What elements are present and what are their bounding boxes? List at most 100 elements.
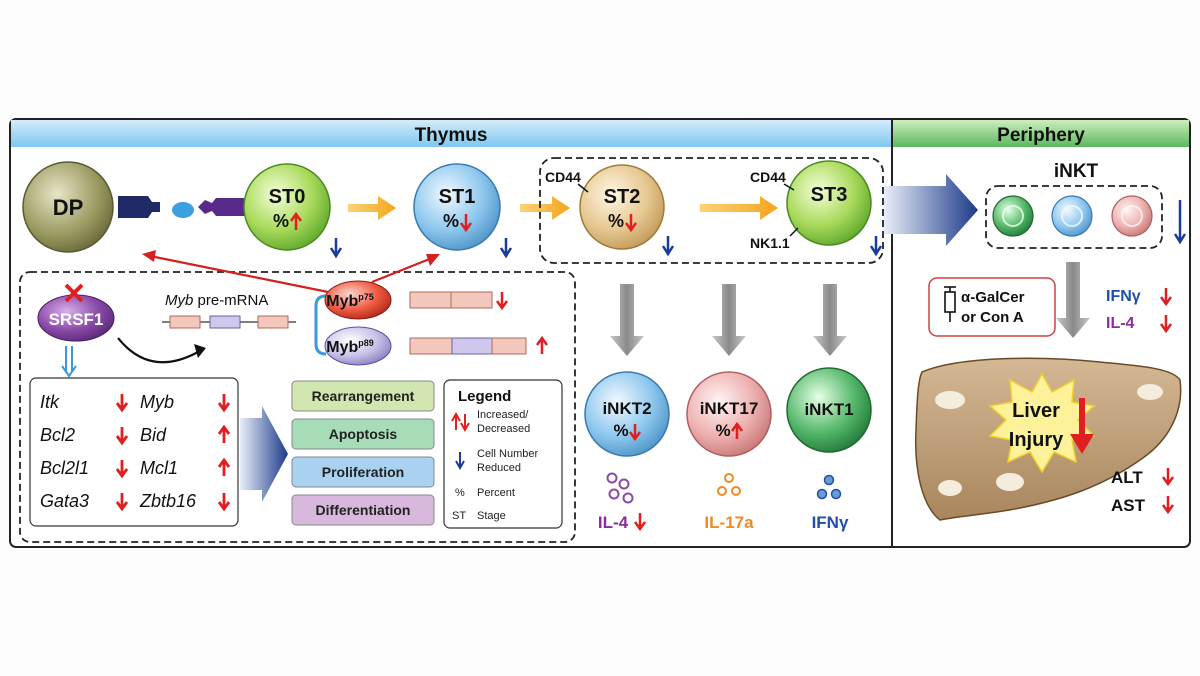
st1-down-arrow [459,214,473,233]
periphery-ifng-down-arrow [1159,288,1173,307]
myb-p75-isoform: Mybp75 [324,280,392,320]
dp-label: DP [53,195,84,220]
legend-percent-symbol: % [455,487,465,499]
st3-to-inkt2-arrow [610,284,644,356]
ifng-granules-icon [816,474,842,500]
il17a-label: IL-17a [704,513,754,532]
ast-label: AST [1111,496,1146,515]
il4-granules-icon [606,472,634,504]
myb-to-dp-arrow [149,254,329,294]
inkt17-up-arrow [730,421,744,439]
gene-name: Bcl2 [40,425,75,445]
inkt2-cell: iNKT2 % [584,371,670,457]
genes-to-processes-arrow [240,406,288,502]
liver-lesions [935,384,1163,496]
gene-name: Gata3 [40,491,89,511]
isoform-bracket [314,294,327,356]
ifng-label: IFNγ [812,513,849,532]
legend-down-arrow [460,414,470,433]
myb-pre-mrna-gene [162,315,296,329]
st2-cd44-label: CD44 [545,169,581,185]
legend-up-arrow [451,411,461,430]
st2-cell: ST2 % [579,164,665,250]
periphery-inkt-label: iNKT [1054,161,1099,182]
st0-cell: ST0 % [243,163,331,251]
gene-name: Mcl1 [140,458,178,478]
st3-to-inkt17-arrow [712,284,746,356]
syringe-icon [944,286,956,322]
legend-stage-symbol: ST [452,510,466,522]
process-label: Differentiation [316,502,411,518]
flow-arrow-st2-st3 [700,196,778,220]
srsf1-mechanism-box [19,271,576,543]
gene-down-arrow [115,460,129,479]
st3-cd44-label: CD44 [750,169,786,185]
st2-cd44-pointer [577,183,589,193]
legend-cell-number-label: Cell Number [477,448,538,460]
st2-percent: % [608,211,624,231]
st3-to-inkt1-arrow [813,284,847,356]
thymus-title: Thymus [415,125,488,146]
liver-injury-down-arrowhead [1070,434,1094,454]
st2-label: ST2 [604,186,641,208]
legend-decreased-label: Decreased [477,423,530,435]
inkt17-percent: % [715,421,730,440]
periphery-inkt-group-box [985,185,1163,249]
gene-expression-table [29,377,239,527]
il4-label: IL-4 [598,513,629,532]
legend-reduced-arrow [455,452,465,471]
periphery-inkt2-cell [1051,195,1093,237]
periphery-il4-down-arrow [1159,315,1173,334]
st2-st3-group-box [539,157,884,264]
st1-label: ST1 [439,186,476,208]
myb-p75-label: Mybp75 [326,292,374,310]
st0-reduced-arrow [329,238,343,259]
inkt2-down-arrow [628,424,642,442]
treatment-line2: or Con A [961,309,1024,326]
st3-label: ST3 [811,184,848,206]
treatment-box: α-GalCer or Con A [928,277,1056,337]
process-box [291,380,435,412]
legend-percent-label: Percent [477,487,515,499]
st0-label: ST0 [269,186,306,208]
periphery-inkt17-cell [1111,195,1153,237]
thymus-header-bar [11,120,891,147]
periphery-inkt1-cell [992,195,1034,237]
srsf1-label: SRSF1 [49,310,104,329]
flow-arrow-to-periphery [884,174,978,246]
gene-up-arrow [217,424,231,443]
treatment-line1: α-GalCer [961,289,1025,306]
st2-down-arrow [624,214,638,233]
process-label: Rearrangement [312,388,415,404]
st3-cd44-pointer [783,183,795,191]
tcr-cd1d-receptor [118,196,248,218]
myb-p89-transcript-exon2 [451,337,493,355]
periphery-reduced-arrow [1173,200,1187,245]
myb-p89-isoform: Mybp89 [324,326,392,366]
st3-reduced-arrow [869,236,883,257]
process-label: Proliferation [322,464,404,480]
gene-down-arrow [115,394,129,413]
flow-arrow-st0-st1 [348,196,396,220]
srsf1-knockout-cross [64,283,84,303]
process-box [291,418,435,450]
myb-pre-mrna-label: Myb pre-mRNA [165,292,268,309]
inkt1-cell: iNKT1 [786,367,872,453]
st1-cell: ST1 % [413,163,501,251]
flow-arrow-st1-st2 [520,196,570,220]
st0-up-arrow [289,211,303,230]
gene-down-arrow [115,427,129,446]
legend-increased-label: Increased/ [477,409,529,421]
gene-name: Myb [140,392,174,412]
il17a-granules-icon [717,473,741,496]
process-label: Apoptosis [329,426,398,442]
inkt17-label: iNKT17 [700,399,759,418]
myb-to-dp-arrowhead [142,250,156,262]
process-box [291,456,435,488]
il4-down-arrow [633,513,647,532]
splicing-curved-arrowhead [194,344,206,358]
liver-injury-line1: Liver [1012,400,1060,422]
periphery-title: Periphery [997,125,1085,146]
st3-nk11-label: NK1.1 [750,235,790,251]
